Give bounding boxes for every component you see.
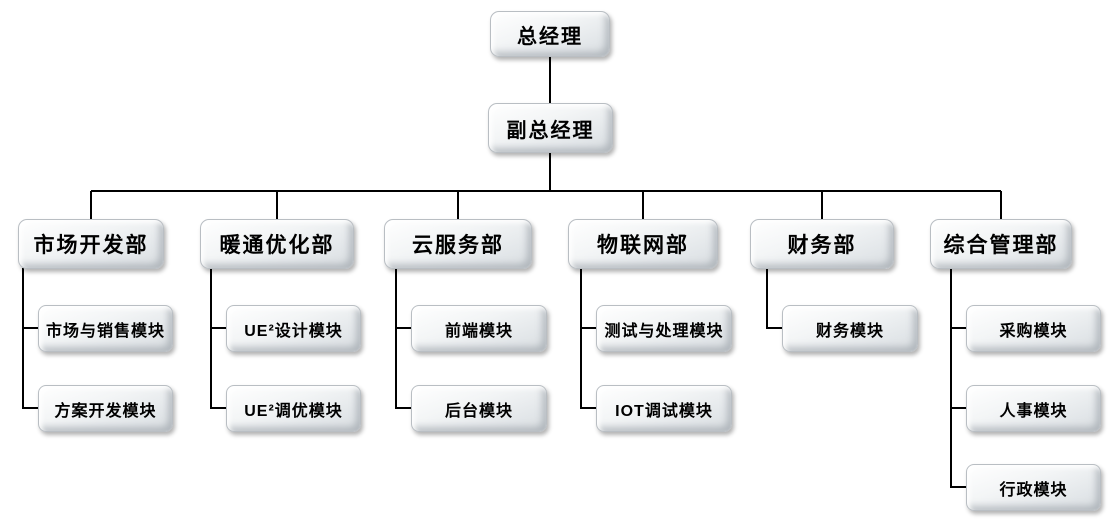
- connector-dept3-modules: [395, 268, 411, 409]
- node-deputy-general-manager: 副总经理: [488, 103, 613, 153]
- node-dept-hvac-optimization: 暖通优化部: [200, 219, 354, 269]
- node-module-procurement: 采购模块: [966, 305, 1101, 352]
- node-dept-iot: 物联网部: [568, 219, 718, 269]
- node-module-administration: 行政模块: [966, 464, 1101, 511]
- connector-dept2-modules: [210, 268, 226, 409]
- node-dept-general-administration: 综合管理部: [930, 219, 1072, 269]
- node-module-marketing-sales: 市场与销售模块: [38, 305, 173, 352]
- node-module-solution-development: 方案开发模块: [38, 385, 173, 432]
- connector-department-bus: [90, 190, 1002, 219]
- connector-dept5-modules: [766, 268, 782, 329]
- node-module-hr: 人事模块: [966, 385, 1101, 432]
- node-module-testing-processing: 测试与处理模块: [596, 305, 732, 352]
- connector-dept6-modules: [950, 268, 966, 488]
- node-dept-cloud-services: 云服务部: [384, 219, 532, 269]
- node-module-backend: 后台模块: [411, 385, 547, 432]
- node-module-finance: 财务模块: [782, 305, 918, 352]
- node-dept-finance: 财务部: [750, 219, 894, 269]
- node-module-ue2-design: UE²设计模块: [226, 305, 361, 352]
- node-module-frontend: 前端模块: [411, 305, 547, 352]
- connector-dept1-modules: [22, 268, 38, 409]
- node-module-iot-debugging: IOT调试模块: [596, 385, 732, 432]
- node-module-ue2-tuning: UE²调优模块: [226, 385, 361, 432]
- connector-dept4-modules: [580, 268, 596, 409]
- node-general-manager: 总经理: [490, 11, 610, 57]
- node-dept-market-development: 市场开发部: [18, 219, 164, 269]
